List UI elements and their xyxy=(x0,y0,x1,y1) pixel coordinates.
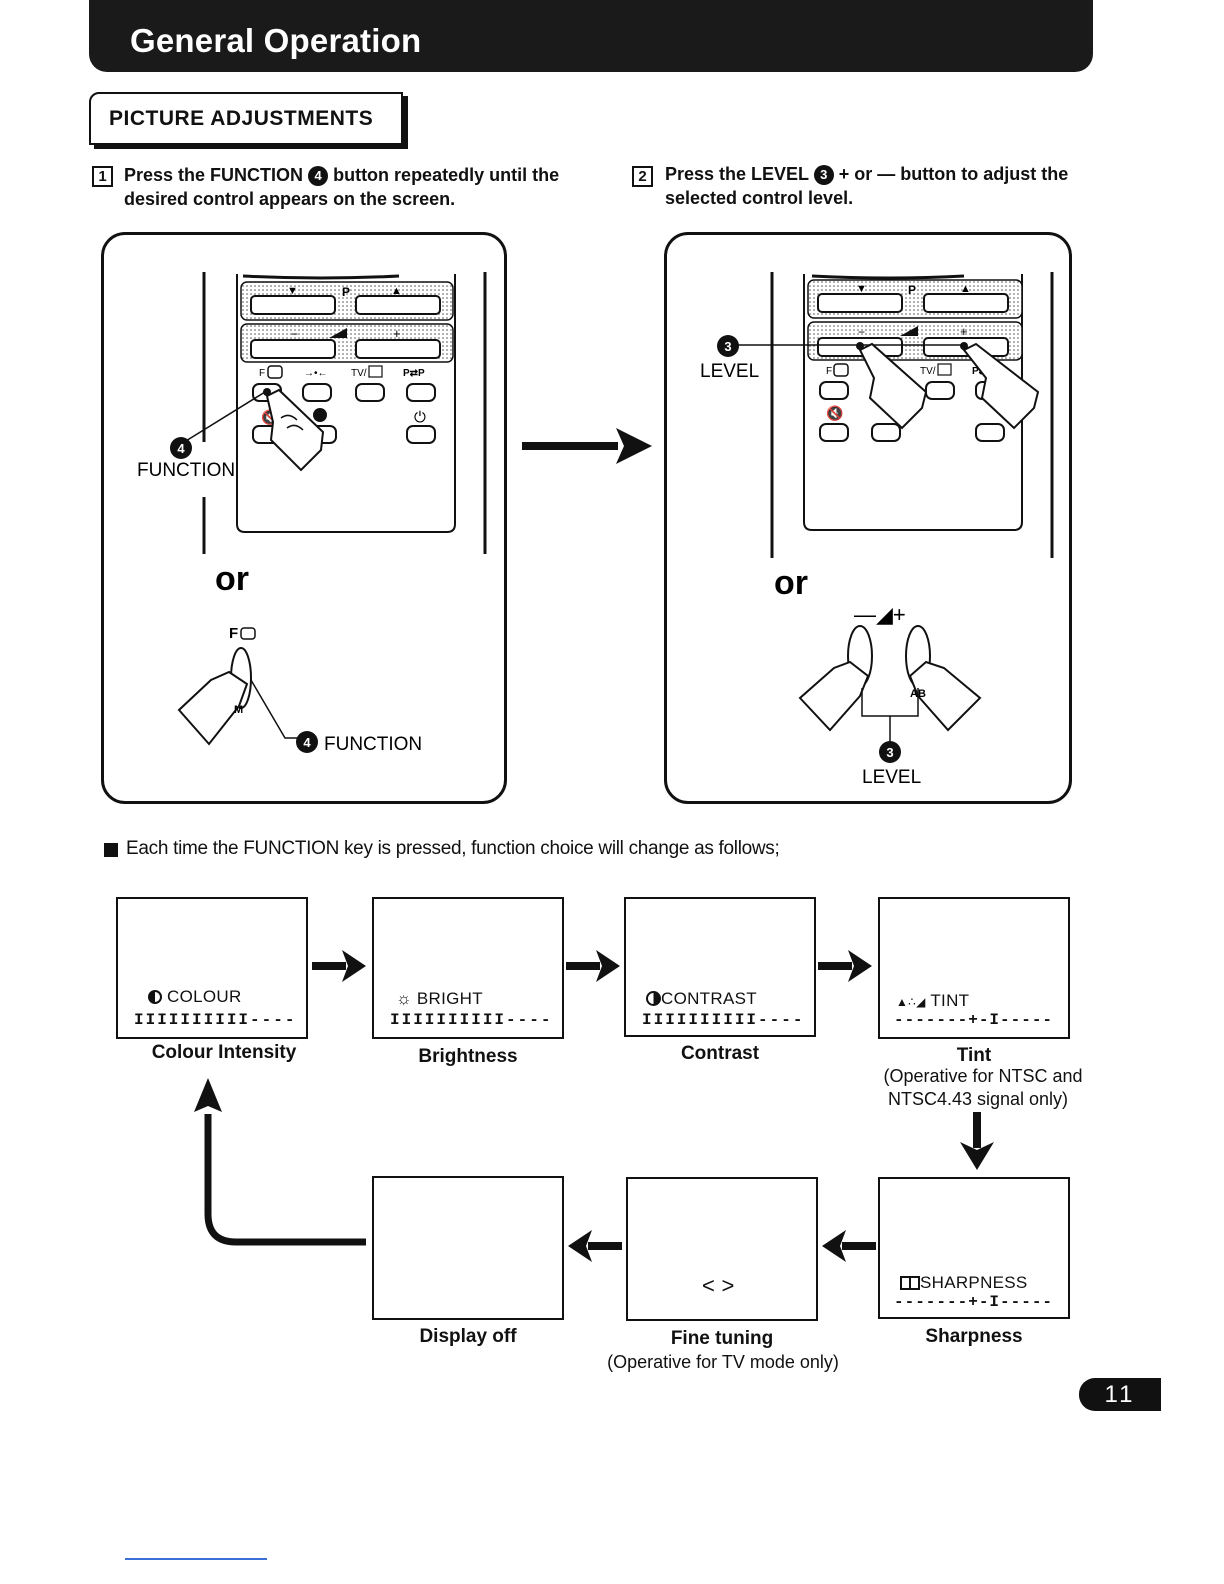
note-bullet xyxy=(104,843,118,857)
arrow-right-icon xyxy=(566,950,620,982)
arrow-right-icon xyxy=(312,950,366,982)
level-label-bottom: LEVEL xyxy=(862,767,921,788)
caption-colour: Colour Intensity xyxy=(151,1042,297,1063)
svg-text:P⇄P: P⇄P xyxy=(403,368,425,379)
svg-text:F: F xyxy=(259,368,265,379)
link-underline xyxy=(125,1558,267,1560)
screen-sharpness: SHARPNESS -------+-I----- xyxy=(878,1177,1070,1319)
screen-bright: ☼ BRIGHT IIIIIIIIII---- xyxy=(372,897,564,1039)
function-label-top: FUNCTION xyxy=(137,460,235,481)
arrow-down-icon xyxy=(960,1112,994,1170)
function-marker-top: 4 xyxy=(177,441,185,456)
step-1-text-a: Press the FUNCTION xyxy=(124,165,304,185)
level-plus-minus: —◢+ xyxy=(854,602,906,627)
screen-colour: COLOUR IIIIIIIIII---- xyxy=(116,897,308,1039)
osd-colour-bar: IIIIIIIIII---- xyxy=(134,1011,297,1029)
colour-icon xyxy=(148,990,162,1004)
osd-bright-bar: IIIIIIIIII---- xyxy=(390,1011,553,1029)
arrow-right-icon xyxy=(818,950,872,982)
svg-text:▼: ▼ xyxy=(856,283,867,295)
level-label-top: LEVEL xyxy=(700,361,759,382)
arrow-left-icon xyxy=(568,1230,622,1262)
sharpness-icon xyxy=(900,1276,920,1290)
screen-fine-tuning: < > xyxy=(626,1177,818,1321)
step-1-text-c: desired control appears on the screen. xyxy=(124,189,456,209)
level-marker-bottom: 3 xyxy=(886,745,893,760)
caption-sharpness: Sharpness xyxy=(925,1326,1023,1347)
svg-text:P: P xyxy=(342,285,350,299)
caption-tint-sub2: NTSC4.43 signal only) xyxy=(887,1089,1069,1109)
caption-contrast: Contrast xyxy=(680,1043,760,1064)
page-title: General Operation xyxy=(130,22,422,59)
level-marker: 3 xyxy=(813,165,834,185)
brightness-icon: ☼ xyxy=(396,989,412,1008)
svg-text:−: − xyxy=(291,327,298,341)
step-2-number: 2 xyxy=(632,166,653,187)
remote-illustration-level: ▼ P ▲ − + 3 LEVEL F TV/ P⇄P 🔇 or —◢+ AB … xyxy=(700,272,1054,788)
svg-text:TV/: TV/ xyxy=(920,366,936,377)
caption-tint-sub1: (Operative for NTSC and xyxy=(883,1066,1083,1086)
function-key-label: F xyxy=(229,625,238,642)
screen-contrast: CONTRAST IIIIIIIIII---- xyxy=(624,897,816,1037)
svg-text:M: M xyxy=(234,704,243,716)
function-label-bottom: FUNCTION xyxy=(324,734,422,755)
note-text: Each time the FUNCTION key is pressed, f… xyxy=(126,838,780,859)
step-2-text-a: Press the LEVEL xyxy=(665,164,809,184)
contrast-icon xyxy=(646,991,661,1006)
osd-tint-label: ▲∴◢ TINT xyxy=(896,991,970,1010)
caption-display-off: Display off xyxy=(419,1326,517,1347)
svg-text:+: + xyxy=(393,326,401,341)
osd-sharpness-bar: -------+-I----- xyxy=(894,1293,1054,1311)
screen-display-off xyxy=(372,1176,564,1320)
or-label-left: or xyxy=(215,560,249,598)
page-number: 11 xyxy=(1079,1378,1161,1411)
osd-contrast-label: CONTRAST xyxy=(646,989,757,1009)
return-arrow-icon xyxy=(194,1078,366,1246)
arrow-left-icon xyxy=(822,1230,876,1262)
svg-text:P: P xyxy=(908,283,916,297)
section-title: PICTURE ADJUSTMENTS xyxy=(109,107,374,130)
svg-text:−: − xyxy=(858,325,865,339)
svg-text:▲: ▲ xyxy=(391,285,402,297)
osd-contrast-bar: IIIIIIIIII---- xyxy=(642,1011,805,1029)
svg-text:▲: ▲ xyxy=(960,283,971,295)
section-title-box xyxy=(89,92,403,145)
osd-fine-label: < > xyxy=(702,1273,735,1298)
osd-sharpness-label: SHARPNESS xyxy=(900,1273,1028,1293)
step-2-text: Press the LEVEL 3 + or — button to adjus… xyxy=(665,162,1125,210)
svg-text:🔇: 🔇 xyxy=(826,405,843,422)
svg-text:→•←: →•← xyxy=(304,368,328,379)
svg-text:+: + xyxy=(960,324,968,339)
tint-icon: ▲∴◢ xyxy=(896,995,926,1009)
caption-bright: Brightness xyxy=(418,1046,518,1067)
svg-text:▼: ▼ xyxy=(287,285,298,297)
osd-bright-label: ☼ BRIGHT xyxy=(396,989,483,1008)
header-bar xyxy=(89,0,1093,72)
caption-fine-sub1: (Operative for TV mode only) xyxy=(607,1352,839,1372)
step-1-text-b: button repeatedly until the xyxy=(333,165,560,185)
caption-tint: Tint xyxy=(956,1045,992,1066)
or-label-right: or xyxy=(774,564,808,602)
step-2-text-b: + or — button to adjust the xyxy=(838,164,1069,184)
osd-colour-label: COLOUR xyxy=(148,987,242,1007)
function-marker: 4 xyxy=(308,166,329,186)
level-marker-top: 3 xyxy=(724,339,731,354)
screen-tint: ▲∴◢ TINT -------+-I----- xyxy=(878,897,1070,1039)
step-2-text-c: selected control level. xyxy=(665,188,854,208)
caption-fine: Fine tuning xyxy=(670,1328,774,1349)
function-marker-bottom: 4 xyxy=(303,735,311,750)
svg-text:⏻: ⏻ xyxy=(414,409,426,426)
svg-text:F: F xyxy=(826,366,832,377)
step-1-text: Press the FUNCTION 4 button repeatedly u… xyxy=(124,163,604,211)
right-arrow-icon xyxy=(522,428,652,464)
remote-illustration-function: ▼ P ▲ − + F →•← TV/ P⇄P 🔇 ⏻ 4 FUNCTION o… xyxy=(137,272,487,755)
svg-text:TV/: TV/ xyxy=(351,368,367,379)
step-1-number: 1 xyxy=(92,166,113,187)
osd-tint-bar: -------+-I----- xyxy=(894,1011,1054,1029)
